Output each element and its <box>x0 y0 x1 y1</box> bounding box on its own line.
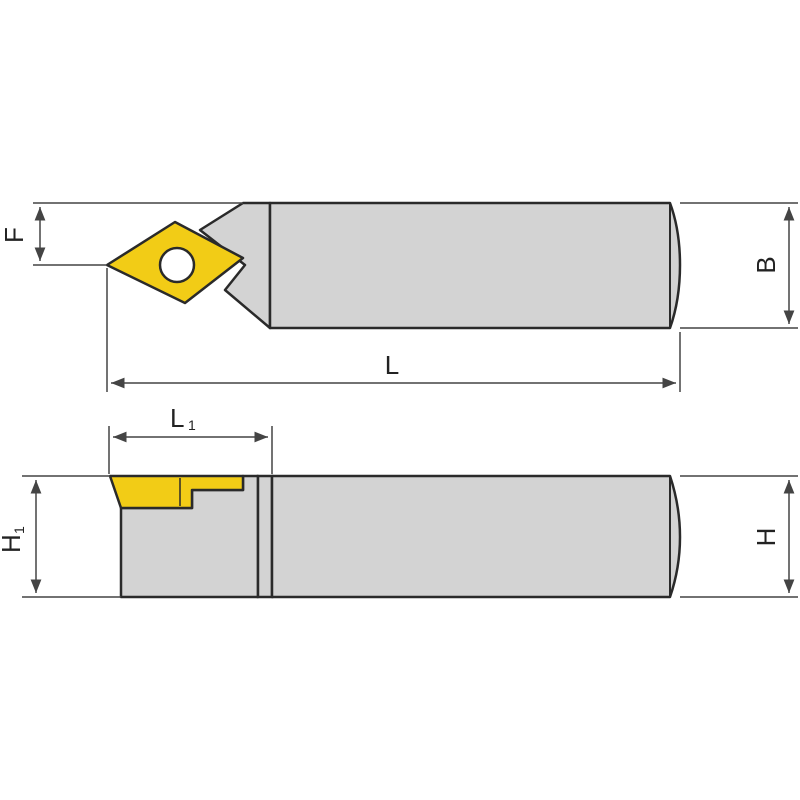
label-l1-main: L <box>170 403 184 433</box>
label-l1: L 1 <box>170 403 196 433</box>
side-view <box>108 474 682 599</box>
label-f: F <box>0 227 29 243</box>
side-view-neck <box>256 474 274 599</box>
label-h1-group: H 1 <box>0 526 27 553</box>
label-h1-main: H <box>0 534 26 553</box>
dimension-b: B <box>680 202 798 329</box>
dimension-f: F <box>0 202 243 266</box>
label-b: B <box>751 256 781 273</box>
dimension-l1: L 1 <box>108 403 273 474</box>
label-l1-sub: 1 <box>188 417 196 433</box>
dimension-l: L <box>106 268 681 392</box>
label-h1-sub: 1 <box>11 526 27 534</box>
label-l: L <box>385 350 399 380</box>
top-view-shank <box>268 201 682 330</box>
dimension-h1: H 1 <box>0 475 121 598</box>
insert-hole <box>158 246 196 284</box>
dimension-h: H <box>680 475 798 598</box>
top-view <box>105 201 682 330</box>
label-h: H <box>751 528 781 547</box>
label-h1: H 1 <box>0 526 27 553</box>
side-view-insert <box>108 474 245 510</box>
side-view-shank <box>270 474 682 599</box>
